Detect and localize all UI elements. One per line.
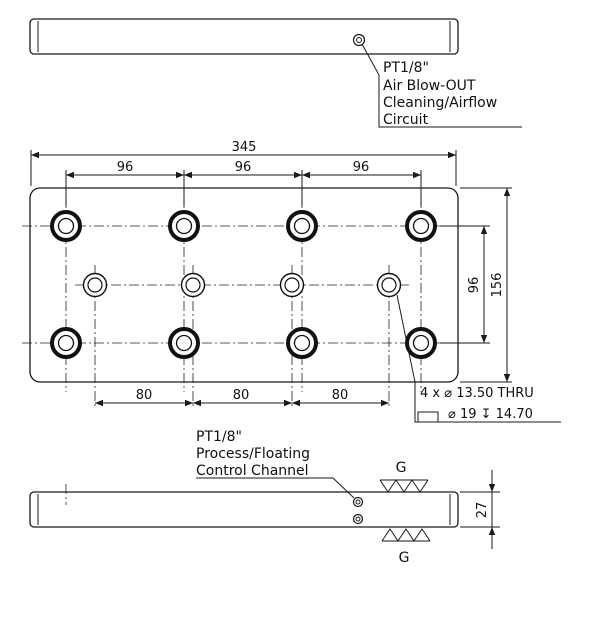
mounting-hole (286, 210, 318, 242)
dim-hole-row-spacing: 96 (467, 277, 482, 294)
top-port-callout-line-3: Cleaning/Airflow (383, 95, 497, 111)
mounting-hole (50, 210, 82, 242)
mounting-hole (405, 327, 437, 359)
dim-hole-pitch-3: 96 (353, 160, 370, 175)
dim-thickness: 27 (475, 502, 490, 519)
dim-hole-pitch-2: 96 (235, 160, 252, 175)
counterbore-hole (180, 272, 206, 298)
dim-counterbore-pitch-2: 80 (233, 388, 250, 403)
dim-overall-width: 345 (232, 140, 257, 155)
hole-note-line-2: ⌀ 19 ↧ 14.70 (448, 407, 533, 422)
side-edge-view (29, 470, 500, 549)
process-port-lower-icon (352, 513, 364, 525)
dim-counterbore-pitch-1: 80 (136, 388, 153, 403)
top-port-callout-line-1: PT1/8" (383, 60, 429, 76)
side-port-callout-line-2: Process/Floating (196, 446, 310, 462)
mounting-hole (168, 327, 200, 359)
dim-hole-pitch-1: 96 (117, 160, 134, 175)
top-edge-view (29, 18, 522, 128)
top-port-callout-line-4: Circuit (383, 112, 429, 128)
counterbore-hole (279, 272, 305, 298)
mounting-hole (168, 210, 200, 242)
process-port-upper-icon (352, 496, 364, 508)
mounting-hole (405, 210, 437, 242)
top-port-callout-line-2: Air Blow-OUT (383, 78, 476, 94)
hole-note-line-1: 4 x ⌀ 13.50 THRU (420, 386, 534, 401)
surface-label-top: G (396, 460, 407, 476)
mounting-hole (286, 327, 318, 359)
surface-label-bottom: G (399, 550, 410, 566)
dimension-lines (30, 150, 512, 407)
surface-finish-bottom-icon (381, 528, 431, 542)
side-port-callout-line-1: PT1/8" (196, 429, 242, 445)
dim-counterbore-pitch-3: 80 (332, 388, 349, 403)
counterbore-hole (82, 272, 108, 298)
air-port-top-icon (352, 33, 366, 47)
front-plate-view (22, 175, 561, 423)
dim-overall-height: 156 (490, 273, 505, 298)
top-port-leader (361, 43, 522, 128)
mounting-hole (50, 327, 82, 359)
counterbore-hole (376, 272, 402, 298)
surface-finish-top-icon (379, 479, 429, 493)
side-port-callout-line-3: Control Channel (196, 463, 309, 479)
